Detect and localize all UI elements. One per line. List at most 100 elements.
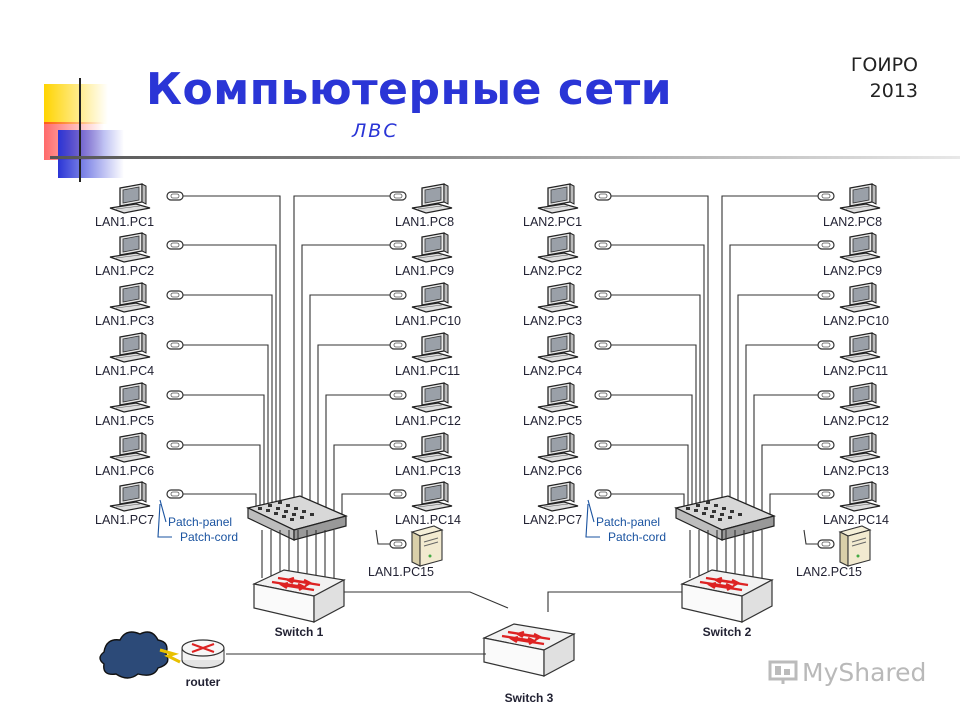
cable-line bbox=[729, 244, 818, 520]
pc-icon bbox=[537, 481, 579, 512]
pc-icon bbox=[839, 332, 881, 363]
patch-panel-label: Patch-panel bbox=[596, 515, 660, 529]
watermark-text: MyShared bbox=[802, 658, 927, 687]
patch-cord-label: Patch-cord bbox=[180, 530, 238, 544]
cable-line bbox=[183, 244, 277, 510]
pc-icon bbox=[537, 432, 579, 463]
pc-icon bbox=[411, 481, 453, 512]
network-jack-icon bbox=[389, 240, 407, 250]
network-jack-icon bbox=[817, 340, 835, 350]
presentation-icon bbox=[768, 660, 798, 684]
cable-line bbox=[293, 195, 390, 520]
header-divider bbox=[50, 156, 960, 159]
pc-label: LAN2.PC4 bbox=[523, 364, 582, 378]
server-label: LAN2.PC15 bbox=[796, 565, 862, 579]
network-jack-icon bbox=[166, 240, 184, 250]
cable-line bbox=[737, 294, 818, 520]
network-jack-icon bbox=[389, 440, 407, 450]
pc-icon bbox=[411, 332, 453, 363]
cable-line bbox=[309, 294, 390, 520]
pc-label: LAN1.PC7 bbox=[95, 513, 154, 527]
pc-icon bbox=[537, 232, 579, 263]
network-jack-icon bbox=[594, 191, 612, 201]
pc-label: LAN1.PC10 bbox=[395, 314, 461, 328]
pc-icon bbox=[411, 382, 453, 413]
pc-icon bbox=[411, 183, 453, 214]
network-jack-icon bbox=[166, 440, 184, 450]
cable-line bbox=[183, 294, 273, 510]
network-jack-icon bbox=[594, 340, 612, 350]
pc-label: LAN1.PC12 bbox=[395, 414, 461, 428]
server-icon bbox=[839, 525, 871, 567]
pc-icon bbox=[109, 432, 151, 463]
pc-icon bbox=[109, 332, 151, 363]
cable-line bbox=[611, 444, 689, 510]
pc-icon bbox=[839, 382, 881, 413]
pc-icon bbox=[109, 232, 151, 263]
network-jack-icon bbox=[817, 390, 835, 400]
pc-icon bbox=[537, 282, 579, 313]
network-jack-icon bbox=[817, 489, 835, 499]
network-jack-icon bbox=[389, 340, 407, 350]
switch-icon bbox=[482, 622, 576, 678]
switch-icon bbox=[680, 568, 774, 624]
cable-line bbox=[753, 394, 818, 520]
cable-line bbox=[333, 444, 390, 520]
cable-line bbox=[611, 344, 697, 510]
pc-label: LAN1.PC2 bbox=[95, 264, 154, 278]
pc-icon bbox=[839, 481, 881, 512]
pc-label: LAN1.PC13 bbox=[395, 464, 461, 478]
pc-label: LAN2.PC14 bbox=[823, 513, 889, 527]
cable-line bbox=[183, 493, 257, 510]
annotation-arrow bbox=[159, 499, 167, 523]
wan-link-icon bbox=[159, 648, 181, 664]
network-jack-icon bbox=[594, 390, 612, 400]
organization-year: 2013 bbox=[869, 80, 918, 102]
pc-icon bbox=[839, 282, 881, 313]
network-jack-icon bbox=[594, 290, 612, 300]
pc-label: LAN1.PC8 bbox=[395, 215, 454, 229]
network-jack-icon bbox=[817, 440, 835, 450]
network-jack-icon bbox=[389, 290, 407, 300]
pc-label: LAN2.PC6 bbox=[523, 464, 582, 478]
network-jack-icon bbox=[389, 390, 407, 400]
network-jack-icon bbox=[166, 489, 184, 499]
pc-icon bbox=[411, 232, 453, 263]
cable-line bbox=[375, 529, 390, 545]
network-jack-icon bbox=[817, 240, 835, 250]
pc-label: LAN1.PC4 bbox=[95, 364, 154, 378]
network-jack-icon bbox=[166, 390, 184, 400]
page-title: Компьютерные сети bbox=[146, 64, 673, 115]
pc-icon bbox=[537, 332, 579, 363]
pc-icon bbox=[537, 382, 579, 413]
network-jack-icon bbox=[594, 440, 612, 450]
patch-panel-icon bbox=[675, 495, 775, 541]
pc-label: LAN1.PC9 bbox=[395, 264, 454, 278]
router-icon bbox=[181, 639, 225, 669]
uplink-cable bbox=[547, 591, 682, 612]
pc-icon bbox=[839, 183, 881, 214]
pc-icon bbox=[839, 232, 881, 263]
pc-icon bbox=[411, 432, 453, 463]
cable-line bbox=[183, 444, 261, 510]
pc-label: LAN2.PC5 bbox=[523, 414, 582, 428]
switch-label: Switch 3 bbox=[505, 691, 554, 705]
pc-label: LAN2.PC13 bbox=[823, 464, 889, 478]
network-jack-icon bbox=[817, 290, 835, 300]
pc-label: LAN2.PC12 bbox=[823, 414, 889, 428]
internet-cloud-icon bbox=[99, 631, 169, 679]
decorative-squares-logo bbox=[44, 78, 124, 182]
router-label: router bbox=[186, 675, 221, 689]
network-jack-icon bbox=[166, 191, 184, 201]
cable-line bbox=[183, 394, 265, 510]
cable-line bbox=[611, 294, 701, 510]
uplink-cable bbox=[344, 591, 509, 609]
cable-line bbox=[611, 394, 693, 510]
network-jack-icon bbox=[817, 191, 835, 201]
network-jack-icon bbox=[166, 340, 184, 350]
network-jack-icon bbox=[817, 539, 835, 549]
annotation-arrow bbox=[585, 503, 600, 538]
cable-line bbox=[611, 493, 685, 510]
cable-line bbox=[611, 195, 709, 510]
